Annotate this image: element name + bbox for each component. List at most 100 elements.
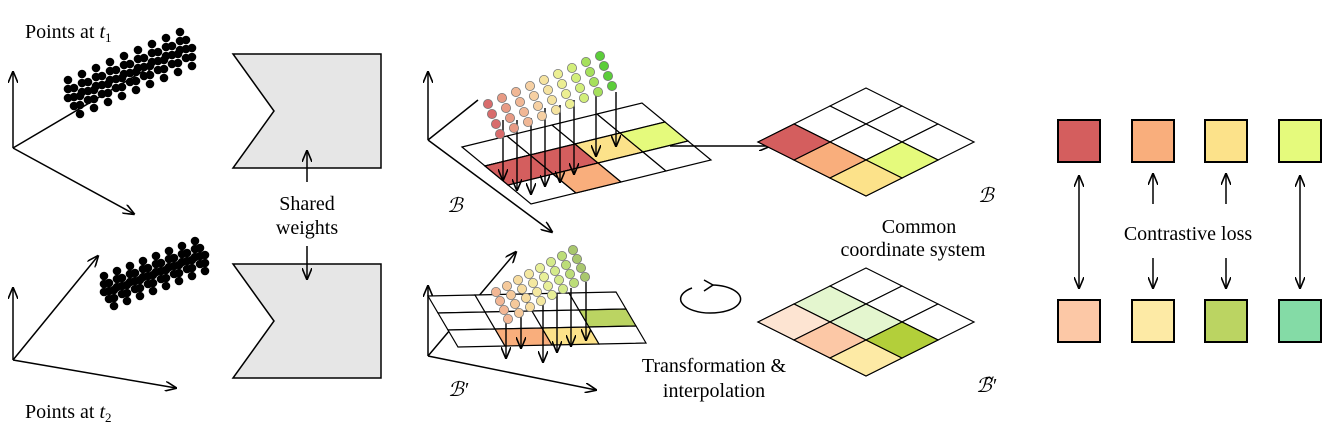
cloud-t1-point (145, 79, 155, 89)
encoder-bottom (231, 263, 382, 379)
top-point (603, 71, 614, 82)
cloud-t1-point (89, 94, 99, 104)
bottom-point (576, 262, 587, 273)
point-cloud-t1 (63, 27, 197, 119)
top-point (510, 87, 521, 98)
cloud-t2-point (122, 280, 132, 290)
top-point (561, 89, 572, 100)
bottom-point (580, 271, 591, 282)
axis-right-t1 (12, 147, 134, 214)
top-point (607, 81, 618, 92)
cloud-t1-point (187, 61, 197, 71)
top-point (547, 95, 558, 106)
cloud-t2-point (135, 275, 145, 285)
rotate-icon (679, 279, 742, 314)
cloud-t1-point (175, 27, 185, 37)
cloud-t1-point (161, 33, 171, 43)
cloud-t2-point (122, 296, 132, 306)
cloud-t1-point (181, 35, 191, 45)
bottom-point (558, 283, 569, 294)
cloud-t2-point (148, 278, 158, 288)
contrast-top-square (1278, 119, 1322, 163)
top-point (595, 51, 606, 62)
axis-right-t2 (12, 359, 176, 388)
cloud-t1-point (147, 39, 157, 49)
top-point (571, 73, 582, 84)
point-cloud-t2 (99, 236, 210, 311)
common-bt-cell (864, 321, 940, 359)
common-label-line1: Common (882, 216, 956, 238)
top-point (486, 109, 497, 120)
top-point (496, 93, 507, 104)
top-point (519, 107, 530, 118)
cloud-t1-point (83, 77, 93, 87)
top-point (500, 103, 511, 114)
common-b-cell (756, 123, 832, 161)
cloud-t2-point (174, 268, 184, 278)
top-point (482, 99, 493, 110)
cloud-t1-point (117, 91, 127, 101)
top-point (543, 85, 554, 96)
bottom-point (521, 292, 532, 303)
common-grid-b-tilde-label: ℬ̃′ (976, 375, 997, 397)
encoder-top (231, 53, 382, 169)
top-point (565, 99, 576, 110)
cloud-t2-point (148, 270, 158, 280)
cloud-t2-point (182, 248, 192, 258)
bottom-point (557, 250, 568, 261)
cloud-t1-point (131, 67, 141, 77)
top-point (539, 75, 550, 86)
cloud-t2-point (156, 258, 166, 268)
bottom-point (572, 253, 583, 264)
bottom-point (536, 295, 547, 306)
bottom-point (528, 277, 539, 288)
cloud-t1-point (117, 73, 127, 83)
top-point (553, 69, 564, 80)
points-t2-label: Points at t2 (25, 401, 112, 425)
bottom-point (494, 295, 505, 306)
contrast-top-square (1057, 119, 1101, 163)
cloud-t1-point (89, 103, 99, 113)
cloud-t2-point (109, 301, 119, 311)
bottom-point (517, 283, 528, 294)
bottom-point (532, 286, 543, 297)
cloud-t2-point (161, 281, 171, 291)
bottom-point (568, 244, 579, 255)
common-label-line2: coordinate system (841, 239, 986, 261)
bottom-point (501, 280, 512, 291)
axis-depth-t2 (12, 256, 98, 361)
cloud-t2-point (122, 288, 132, 298)
top-point (508, 123, 519, 134)
cloud-t1-point (125, 59, 135, 69)
cloud-t2-point (130, 268, 140, 278)
bottom-point (524, 268, 535, 279)
top-point (557, 79, 568, 90)
contrast-bottom-square (1131, 299, 1175, 343)
contrast-bottom-square (1057, 299, 1101, 343)
grid-b-3d (460, 102, 713, 205)
top-point (494, 128, 505, 139)
cloud-t1-point (139, 53, 149, 63)
axis-right-b (427, 139, 552, 232)
cloud-t1-point (97, 71, 107, 81)
bottom-point (514, 307, 525, 318)
bottom-point (569, 277, 580, 288)
cloud-t1-point (187, 52, 197, 62)
top-point (599, 61, 610, 72)
cloud-t2-point (148, 286, 158, 296)
bottom-point (490, 286, 501, 297)
cloud-t1-point (119, 51, 129, 61)
cloud-t2-point (104, 278, 114, 288)
cloud-t1-point (159, 64, 169, 74)
cloud-t1-point (103, 88, 113, 98)
cloud-t2-point (200, 266, 210, 276)
top-point (515, 97, 526, 108)
colored-points-top (482, 51, 618, 194)
cloud-t1-point (173, 67, 183, 77)
grid-bprime-cell (587, 325, 648, 345)
cloud-t2-point (135, 291, 145, 301)
common-grid-b (756, 87, 976, 197)
projection-panel-top: ℬ (427, 51, 713, 232)
cloud-t2-point (195, 243, 205, 253)
